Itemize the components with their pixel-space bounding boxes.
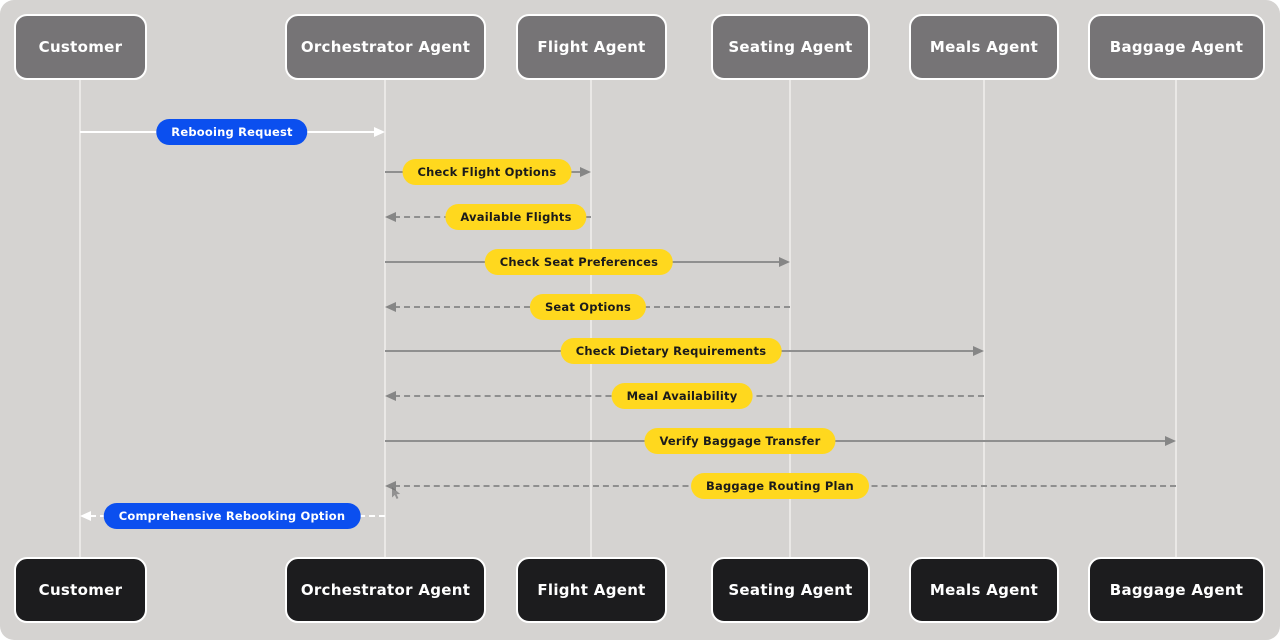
actor-top-seating: Seating Agent (711, 14, 870, 80)
actor-bottom-seating: Seating Agent (711, 557, 870, 623)
message-label: Comprehensive Rebooking Option (103, 503, 361, 529)
arrowhead-left-icon (80, 511, 91, 521)
message-label: Meal Availability (611, 383, 753, 409)
lifeline-meals (983, 80, 985, 557)
message-label: Seat Options (529, 294, 647, 320)
lifeline-orchestrator (384, 80, 386, 557)
actor-top-customer: Customer (14, 14, 147, 80)
arrowhead-right-icon (779, 257, 790, 267)
lifeline-seating (789, 80, 791, 557)
actor-top-meals: Meals Agent (909, 14, 1059, 80)
actor-top-baggage: Baggage Agent (1088, 14, 1265, 80)
actor-bottom-customer: Customer (14, 557, 147, 623)
message-label: Check Dietary Requirements (560, 338, 782, 364)
arrowhead-right-icon (374, 127, 385, 137)
message-label: Check Seat Preferences (484, 249, 674, 275)
actor-bottom-baggage: Baggage Agent (1088, 557, 1265, 623)
arrowhead-left-icon (385, 302, 396, 312)
actor-top-flight: Flight Agent (516, 14, 667, 80)
arrowhead-right-icon (973, 346, 984, 356)
message-label: Verify Baggage Transfer (644, 428, 836, 454)
arrowhead-left-icon (385, 391, 396, 401)
mouse-cursor-icon (392, 487, 401, 499)
actor-bottom-flight: Flight Agent (516, 557, 667, 623)
message-label: Available Flights (445, 204, 587, 230)
actor-top-orchestrator: Orchestrator Agent (285, 14, 486, 80)
arrowhead-right-icon (580, 167, 591, 177)
arrowhead-right-icon (1165, 436, 1176, 446)
message-label: Rebooing Request (156, 119, 308, 145)
arrowhead-left-icon (385, 481, 396, 491)
actor-bottom-orchestrator: Orchestrator Agent (285, 557, 486, 623)
lifeline-customer (79, 80, 81, 557)
actor-bottom-meals: Meals Agent (909, 557, 1059, 623)
arrowhead-left-icon (385, 212, 396, 222)
lifeline-baggage (1175, 80, 1177, 557)
message-label: Check Flight Options (402, 159, 572, 185)
message-label: Baggage Routing Plan (691, 473, 869, 499)
